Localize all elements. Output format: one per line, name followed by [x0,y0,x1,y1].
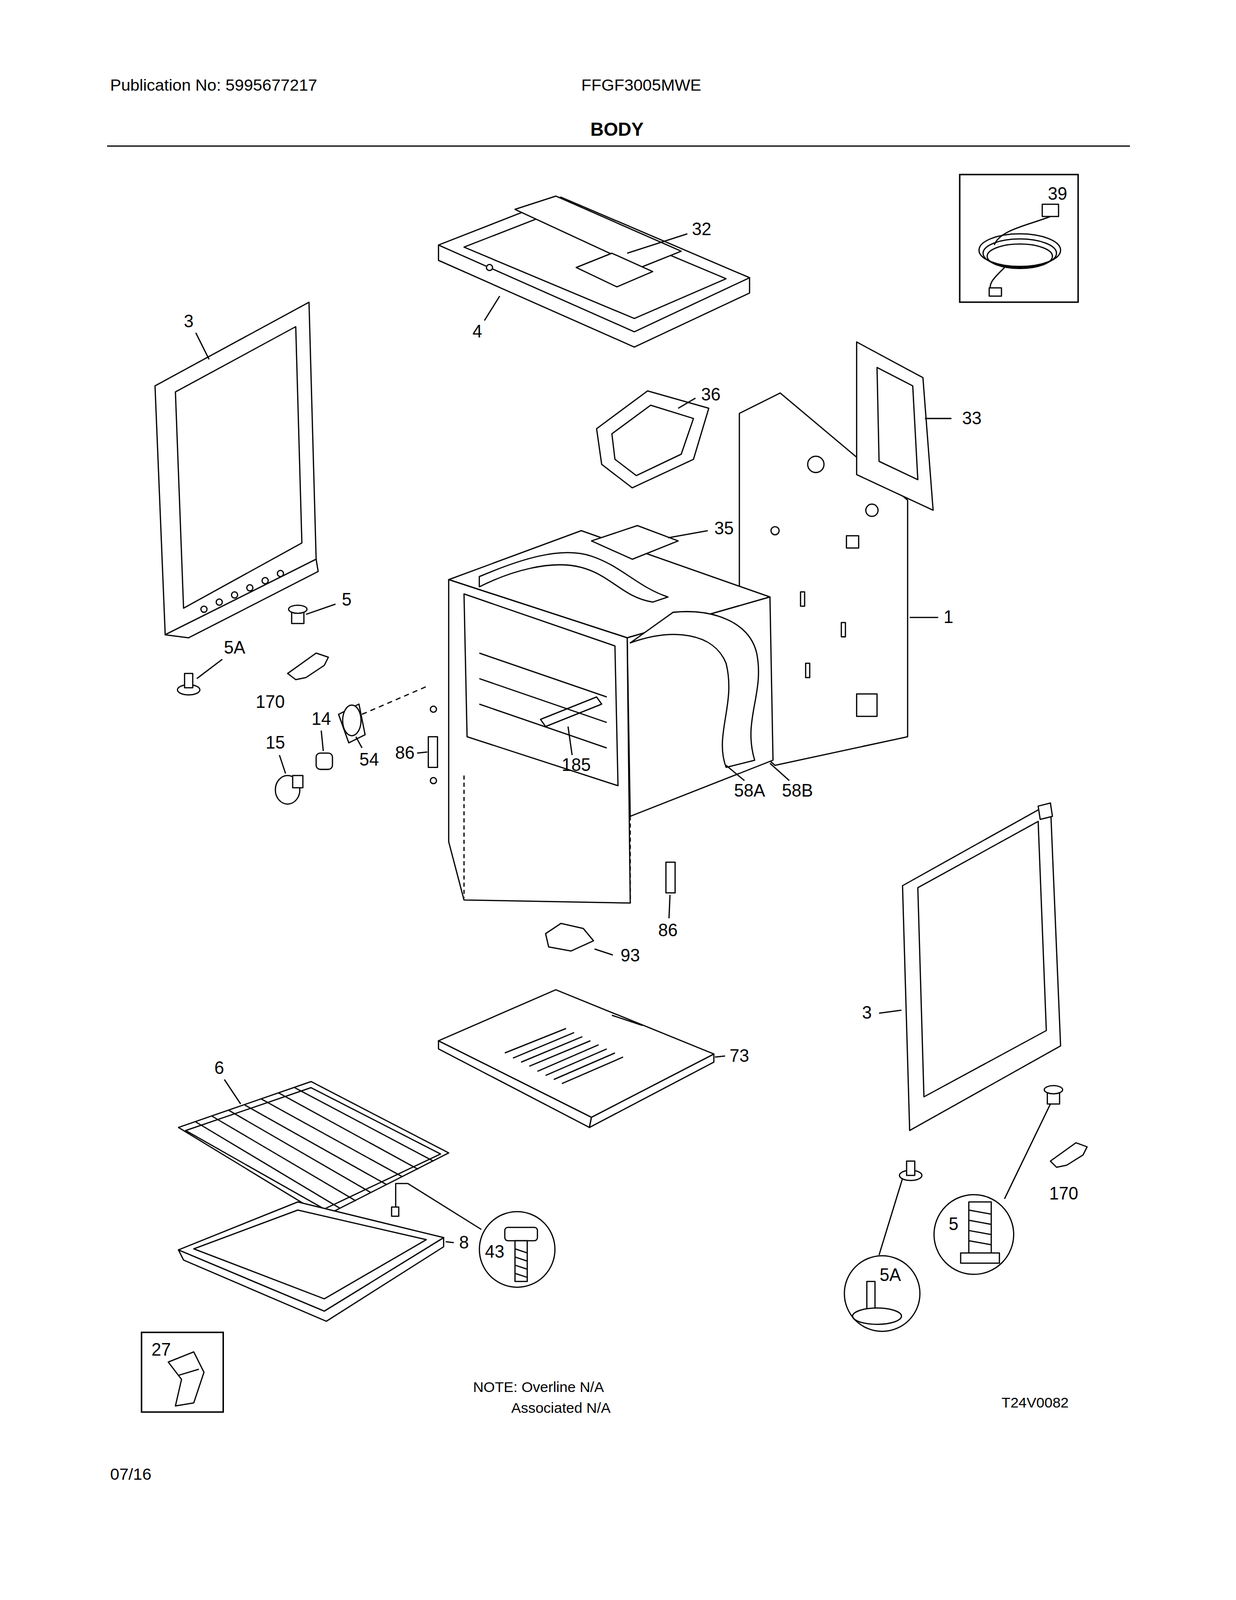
callout-number: 5A [879,1266,902,1284]
lamp-parts [275,685,429,804]
callout-number: 86 [395,744,415,762]
model-number: FFGF3005MWE [581,76,701,94]
callout-number: 185 [561,756,591,774]
callout-number: 27 [151,1340,171,1359]
callout-number: 3 [183,312,194,331]
callout-number: 86 [658,921,678,939]
callout-number: 32 [692,220,712,238]
bracket-part [545,923,594,951]
inset-art [168,204,1061,1406]
callout-number: 4 [472,322,483,341]
callout-number: 5 [341,590,352,609]
callout-number: 93 [620,946,640,965]
callout-number: 39 [1047,185,1068,203]
publication-number: Publication No: 5995677217 [110,76,317,94]
inset-box: 39 [958,173,1079,303]
duct [596,390,709,488]
oven-cavity [428,525,774,903]
detail-circle: 43 [478,1210,556,1288]
callout-number: 14 [311,710,332,728]
leader-lines [195,233,952,1243]
callout-number: 36 [700,385,721,404]
drawer [178,1183,482,1321]
callout-number: 58B [781,781,813,800]
callout-number: 43 [484,1242,505,1261]
callout-number: 33 [962,409,982,428]
note-text: NOTE: Overline N/A [473,1379,604,1395]
callout-number: 54 [359,750,380,769]
oven-rack [178,1081,449,1217]
callout-number: 8 [459,1233,469,1252]
callout-number: 3 [861,1003,872,1022]
header-rule [107,145,1130,147]
drawing-code: T24V0082 [1001,1394,1069,1410]
note-text: Associated N/A [511,1400,611,1415]
callout-number: 170 [255,693,286,711]
callout-number: 35 [714,519,734,538]
bottom-panel [438,989,714,1127]
callout-number: 170 [1048,1184,1078,1203]
page-title: BODY [590,120,644,139]
callout-number: 6 [214,1059,224,1077]
side-panel [899,802,1088,1180]
callout-number: 73 [729,1046,749,1065]
inset-box: 27 [140,1331,225,1413]
top-frame [438,195,750,347]
side-panel [155,301,319,638]
callout-number: 5 [948,1215,959,1233]
callout-number: 58A [733,781,765,800]
date-text: 07/16 [110,1465,152,1482]
detail-circle: 5 [933,1193,1015,1275]
leveler-parts [177,604,329,695]
callout-number: 5A [223,638,246,657]
callout-number: 1 [943,608,954,626]
detail-circle: 5A [843,1254,921,1332]
node-outline [933,1193,1015,1275]
callout-number: 15 [265,733,286,752]
